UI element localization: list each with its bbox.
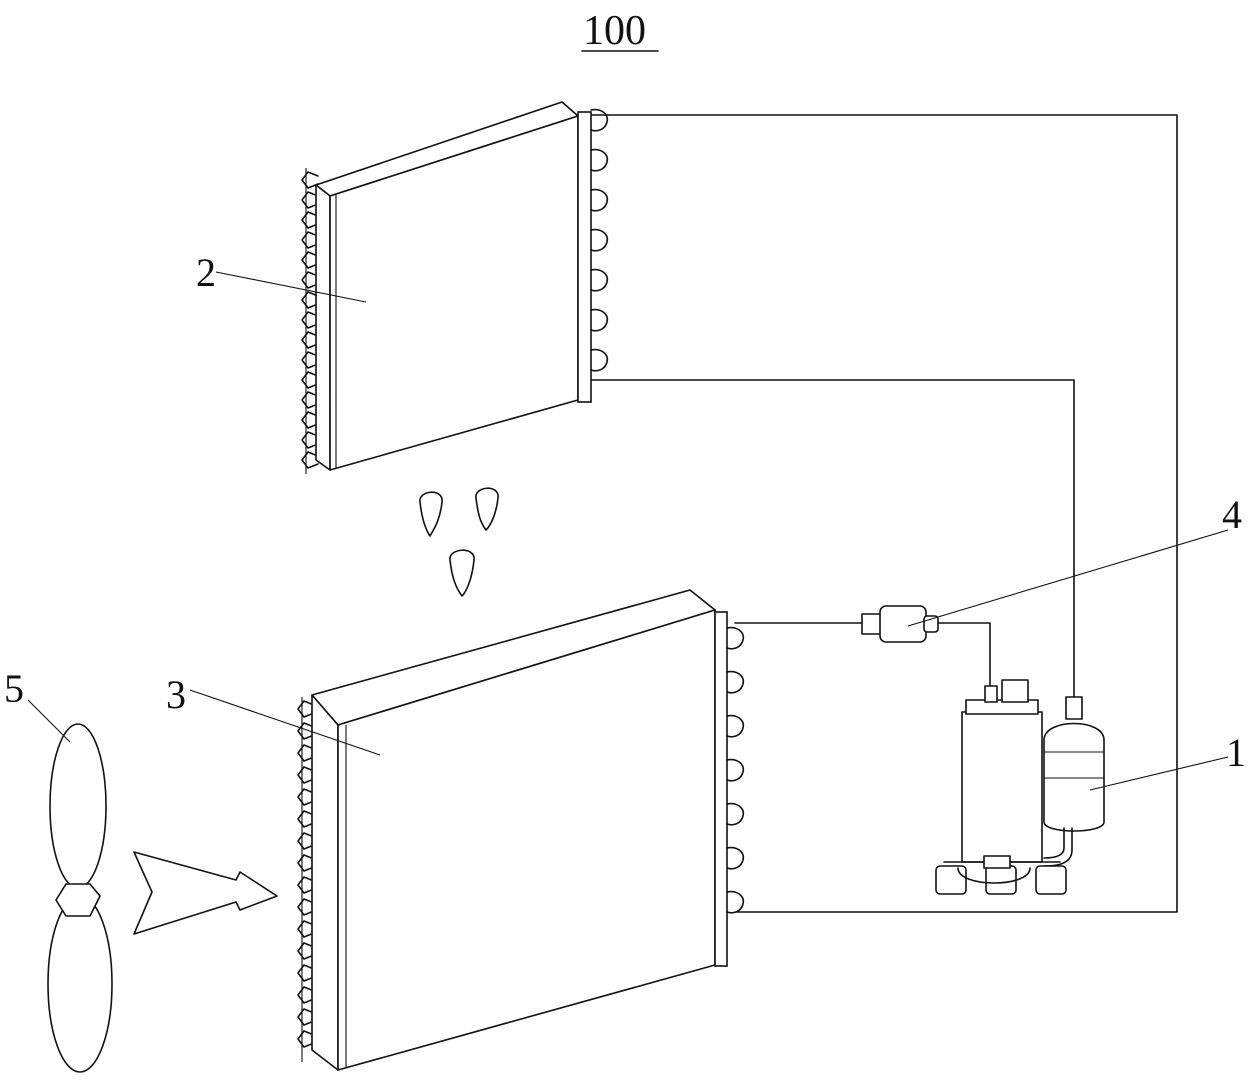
pipe-filter-to-compressor (935, 622, 991, 691)
lower-hx-left-fin-4 (297, 788, 315, 806)
lower-hx-tube-bend-0 (726, 626, 745, 650)
filter-body (879, 605, 927, 643)
accumulator-inlet-port (1065, 696, 1083, 720)
lower-hx-right-fins (726, 626, 745, 914)
upper-hx-left-fin-7 (301, 311, 319, 329)
compressor-foot-left (935, 865, 967, 895)
lower-hx-left-fin-15 (297, 1030, 315, 1048)
label-upper-heat-exchanger: 2 (196, 250, 216, 295)
upper-hx-tube-bend-1 (590, 148, 609, 172)
droplet-symbols (419, 487, 499, 597)
filter-outlet-cap (923, 615, 939, 633)
compressor-base-mount (983, 855, 1011, 869)
lower-hx-left-fin-12 (297, 964, 315, 982)
lower-hx-left-fin-11 (297, 942, 315, 960)
compressor-foot-middle (985, 865, 1017, 895)
leader-line-5 (27, 699, 71, 743)
filter-inlet-cap (861, 613, 883, 635)
lower-hx-left-fin-3 (297, 766, 315, 784)
accumulator-body (1043, 722, 1105, 832)
upper-hx-tube-bend-3 (590, 228, 609, 252)
figure-title: 100 (581, 8, 659, 54)
lower-hx-left-fin-0 (297, 700, 315, 718)
lower-hx-left-fin-2 (297, 744, 315, 762)
lower-hx-left-fin-13 (297, 986, 315, 1004)
droplet-3 (449, 549, 475, 597)
lower-hx-left-fin-7 (297, 854, 315, 872)
upper-hx-left-fin-14 (301, 451, 319, 469)
upper-hx-left-fin-10 (301, 371, 319, 389)
upper-hx-tube-bend-0 (590, 108, 609, 132)
upper-hx-right-header (577, 111, 592, 403)
lower-hx-left-fin-5 (297, 810, 315, 828)
upper-hx-left-fin-12 (301, 411, 319, 429)
compressor-discharge-port (984, 685, 998, 703)
upper-heat-exchanger (301, 101, 609, 474)
lower-hx-left-fin-9 (297, 898, 315, 916)
upper-hx-tube-bend-2 (590, 188, 609, 212)
upper-hx-left-fin-3 (301, 231, 319, 249)
lower-hx-left-fin-8 (297, 876, 315, 894)
upper-hx-left-fin-5 (301, 271, 319, 289)
lower-hx-left-fin-10 (297, 920, 315, 938)
leader-line-2 (215, 271, 367, 303)
upper-hx-left-fin-8 (301, 331, 319, 349)
lower-hx-left-fin-14 (297, 1008, 315, 1026)
fan-hub (55, 883, 101, 917)
lower-heat-exchanger (297, 589, 745, 1071)
pipe-upper-to-compressor (591, 379, 1075, 699)
accumulator-outlet-pipe (1043, 827, 1065, 859)
upper-hx-tube-bend-4 (590, 268, 609, 292)
lower-hx-tube-bend-5 (726, 846, 745, 870)
droplet-1 (419, 491, 443, 537)
leader-line-1 (1089, 756, 1229, 791)
leader-line-4 (907, 529, 1229, 627)
upper-hx-left-fin-6 (301, 291, 319, 309)
label-fan: 5 (4, 666, 24, 711)
label-filter-component: 4 (1222, 492, 1242, 537)
lower-hx-left-fins (297, 697, 315, 1062)
upper-hx-tube-bend-6 (590, 348, 609, 372)
upper-hx-left-fins (301, 168, 319, 474)
upper-hx-side-face (315, 184, 331, 471)
refrigerant-piping (591, 114, 1178, 913)
compressor-shell (961, 711, 1043, 863)
reference-labels: 2 3 5 4 1 (4, 250, 1246, 775)
pipe-outer-loop (591, 114, 1178, 913)
lower-hx-tube-bend-6 (726, 890, 745, 914)
compressor-terminal-box (1001, 679, 1029, 703)
upper-hx-left-fin-13 (301, 431, 319, 449)
label-compressor: 1 (1226, 730, 1246, 775)
upper-hx-left-fin-1 (301, 191, 319, 209)
upper-hx-tube-bend-5 (590, 308, 609, 332)
label-lower-heat-exchanger: 3 (166, 672, 186, 717)
filter-component (861, 605, 939, 643)
lower-hx-left-fin-6 (297, 832, 315, 850)
lower-hx-tube-bend-3 (726, 758, 745, 782)
lower-hx-right-header (714, 611, 728, 967)
upper-hx-left-fin-11 (301, 391, 319, 409)
upper-hx-left-fin-4 (301, 251, 319, 269)
droplet-2 (475, 487, 499, 531)
accumulator-outlet-pipe-inner (1043, 827, 1073, 867)
lower-hx-tube-bend-1 (726, 670, 745, 694)
fan-blade-lower (47, 895, 113, 1073)
leader-lines (27, 271, 1229, 791)
airflow-arrow (133, 851, 278, 935)
lower-hx-left-fin-1 (297, 722, 315, 740)
upper-hx-left-fin-0 (301, 171, 319, 189)
upper-hx-left-fin-9 (301, 351, 319, 369)
lower-hx-side-face (311, 694, 339, 1071)
compressor-foot-right (1035, 865, 1067, 895)
upper-hx-right-fins (590, 108, 609, 372)
fan-blade-upper (49, 723, 107, 889)
compressor-assembly (935, 679, 1105, 895)
leader-line-3 (189, 689, 381, 756)
figure-title-text: 100 (583, 8, 646, 54)
lower-hx-tube-bend-4 (726, 802, 745, 826)
fan (47, 723, 113, 1073)
lower-hx-tube-bend-2 (726, 714, 745, 738)
upper-hx-left-fin-2 (301, 211, 319, 229)
